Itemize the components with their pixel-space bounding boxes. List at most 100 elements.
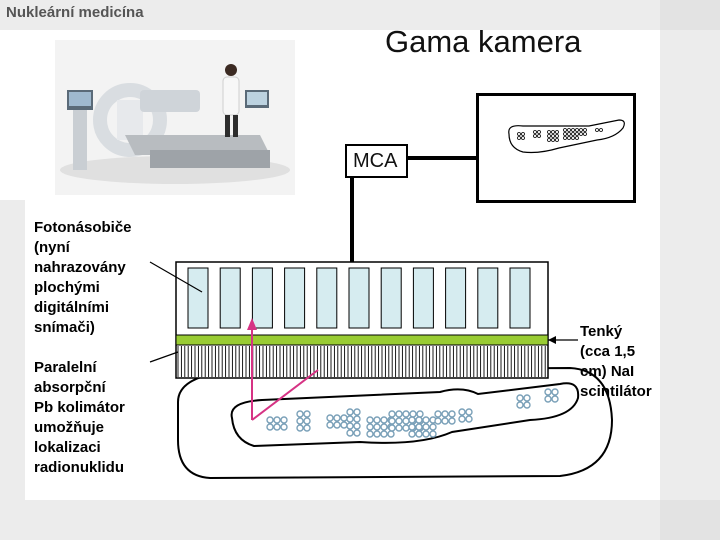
display-dot	[583, 128, 587, 132]
source-dot	[409, 410, 417, 418]
source-dot	[544, 395, 552, 403]
scintillator-layer	[175, 334, 549, 346]
display-dot	[583, 132, 587, 136]
display-dot	[575, 128, 579, 132]
header-label: Nukleární medicína	[6, 4, 144, 21]
source-dot	[353, 415, 361, 423]
source-dot	[395, 410, 403, 418]
source-dots	[266, 388, 559, 438]
source-dot	[273, 423, 281, 431]
display-dot	[579, 132, 583, 136]
display-dot	[547, 130, 551, 134]
source-dot	[441, 417, 449, 425]
source-dot	[458, 408, 466, 416]
source-dot	[303, 417, 311, 425]
source-dot	[346, 429, 354, 437]
display-dot	[567, 132, 571, 136]
source-dot	[402, 424, 410, 432]
source-dot	[380, 430, 388, 438]
display-dot	[567, 136, 571, 140]
display-monitor	[476, 93, 636, 203]
source-dot	[380, 416, 388, 424]
source-dot	[346, 422, 354, 430]
source-dot	[388, 417, 396, 425]
source-dot	[340, 421, 348, 429]
display-image-dots	[517, 128, 603, 142]
annotation-collimator: Paralelní absorpční Pb kolimátor umožňuj…	[34, 359, 125, 476]
display-dot	[563, 136, 567, 140]
source-dot	[551, 388, 559, 396]
display-dot	[537, 134, 541, 138]
source-dot	[415, 423, 423, 431]
source-dot	[366, 423, 374, 431]
source-dot	[465, 408, 473, 416]
source-dot	[353, 429, 361, 437]
source-dot	[422, 423, 430, 431]
source-dot	[422, 416, 430, 424]
source-dot	[333, 421, 341, 429]
photomultiplier-tube	[380, 267, 402, 329]
display-dot	[571, 128, 575, 132]
display-dot	[547, 138, 551, 142]
source-dot	[296, 424, 304, 432]
source-dot	[441, 410, 449, 418]
mca-box: MCA	[345, 144, 408, 178]
display-dot	[533, 130, 537, 134]
source-dot	[346, 415, 354, 423]
collimator-frame	[175, 344, 549, 379]
source-dot	[373, 430, 381, 438]
source-dot	[408, 430, 416, 438]
gamma-ray-oblique	[251, 369, 319, 421]
source-dot	[353, 422, 361, 430]
source-dot	[303, 424, 311, 432]
source-dot	[387, 430, 395, 438]
source-dot	[296, 410, 304, 418]
source-dot	[448, 417, 456, 425]
display-dot	[575, 136, 579, 140]
annotation-photomultipliers: Fotonásobiče (nyní nahrazovány plochými …	[34, 219, 132, 336]
photomultiplier-tube	[219, 267, 241, 329]
photomultiplier-tube	[284, 267, 306, 329]
page-title: Gama kamera	[385, 24, 582, 59]
display-dot	[555, 134, 559, 138]
source-dot	[280, 416, 288, 424]
display-dot	[537, 130, 541, 134]
display-dot	[575, 132, 579, 136]
display-dot	[533, 134, 537, 138]
source-dot	[408, 423, 416, 431]
display-dot	[551, 138, 555, 142]
collimator-septa	[177, 346, 546, 377]
display-dot	[517, 132, 521, 136]
photomultiplier-tube	[251, 267, 273, 329]
source-dot	[523, 394, 531, 402]
display-dot	[547, 134, 551, 138]
source-dot	[346, 408, 354, 416]
photomultiplier-tube	[445, 267, 467, 329]
display-dot	[555, 138, 559, 142]
source-dot	[353, 408, 361, 416]
display-dot	[563, 128, 567, 132]
source-dot	[280, 423, 288, 431]
display-dot	[579, 128, 583, 132]
source-dot	[333, 414, 341, 422]
photomultiplier-tube	[316, 267, 338, 329]
source-dot	[516, 401, 524, 409]
source-dot	[273, 416, 281, 424]
source-dot	[429, 423, 437, 431]
source-dot	[429, 430, 437, 438]
gamma-camera-photo	[55, 40, 295, 195]
background-texture	[660, 0, 720, 540]
source-dot	[340, 414, 348, 422]
source-dot	[415, 416, 423, 424]
source-dot	[465, 415, 473, 423]
display-dot	[567, 128, 571, 132]
photomultiplier-tube	[509, 267, 531, 329]
source-dot	[380, 423, 388, 431]
source-dot	[416, 410, 424, 418]
pointer-scintillator-arrowhead	[548, 336, 556, 344]
display-image-outline	[508, 119, 625, 154]
display-dot	[571, 132, 575, 136]
background-texture	[0, 0, 720, 30]
display-dot	[563, 132, 567, 136]
display-dot	[517, 136, 521, 140]
